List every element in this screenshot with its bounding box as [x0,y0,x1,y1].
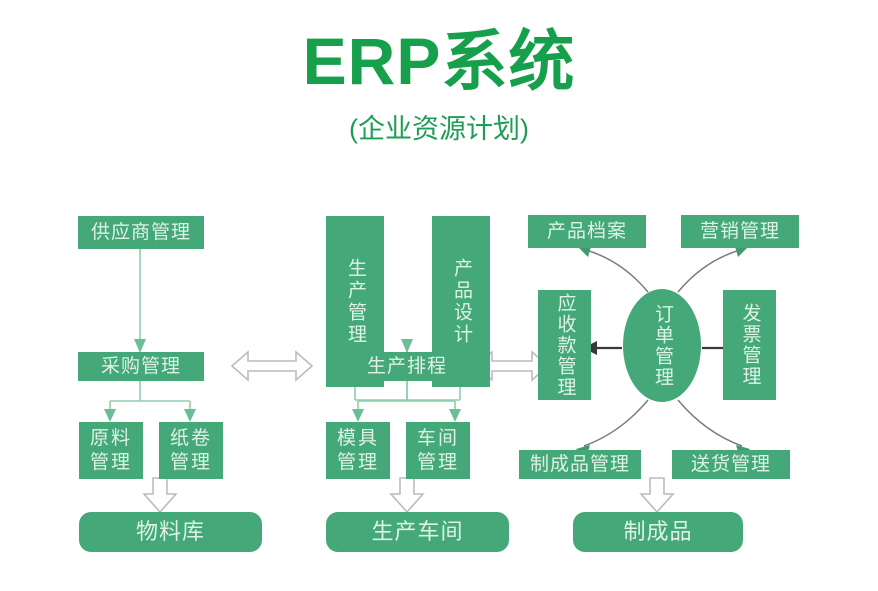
box-finished-goods-management[interactable]: 制成品管理 [519,450,641,479]
box-workshop-management[interactable]: 车间 管理 [406,422,470,479]
box-production-schedule[interactable]: 生产排程 [344,352,470,381]
wire-order-to-marketing [677,249,741,293]
box-supplier-management[interactable]: 供应商管理 [78,216,204,249]
arrowhead-supplier-to-purchase [134,339,146,353]
box-paper-roll-management[interactable]: 纸卷 管理 [159,422,223,479]
box-mold-management[interactable]: 模具 管理 [326,422,390,479]
box-order-management[interactable]: 订单管理 [623,289,701,402]
page-subtitle: (企业资源计划) [349,114,529,144]
hollow-arrow-to-production-workshop [389,477,425,514]
box-raw-material-management[interactable]: 原料 管理 [79,422,143,479]
hollow-double-arrow-purchase-schedule [230,350,314,382]
arrowhead-to-schedule [401,339,413,353]
box-product-archive[interactable]: 产品档案 [528,215,646,248]
wire-order-to-delivery [677,399,743,447]
box-invoice-management[interactable]: 发票管理 [723,290,776,400]
arrowhead-to-mold [352,409,364,422]
page-title: ERP系统 [302,24,576,98]
box-purchase-management[interactable]: 采购管理 [78,352,204,381]
arrowhead-to-paper-roll [184,409,196,422]
hollow-arrow-to-finished-goods-store [639,477,675,514]
wire-order-to-product-archive [585,249,649,293]
box-receivables-management[interactable]: 应收款管理 [538,290,591,400]
box-marketing-management[interactable]: 营销管理 [681,215,799,248]
hollow-arrow-to-material-warehouse [142,477,178,514]
wire-order-to-finished-goods [583,399,649,447]
box-finished-goods[interactable]: 制成品 [573,512,743,552]
box-delivery-management[interactable]: 送货管理 [672,450,790,479]
box-production-workshop[interactable]: 生产车间 [326,512,509,552]
box-material-warehouse[interactable]: 物料库 [79,512,262,552]
arrowhead-to-workshop [449,409,461,422]
arrowhead-to-raw-material [104,409,116,422]
